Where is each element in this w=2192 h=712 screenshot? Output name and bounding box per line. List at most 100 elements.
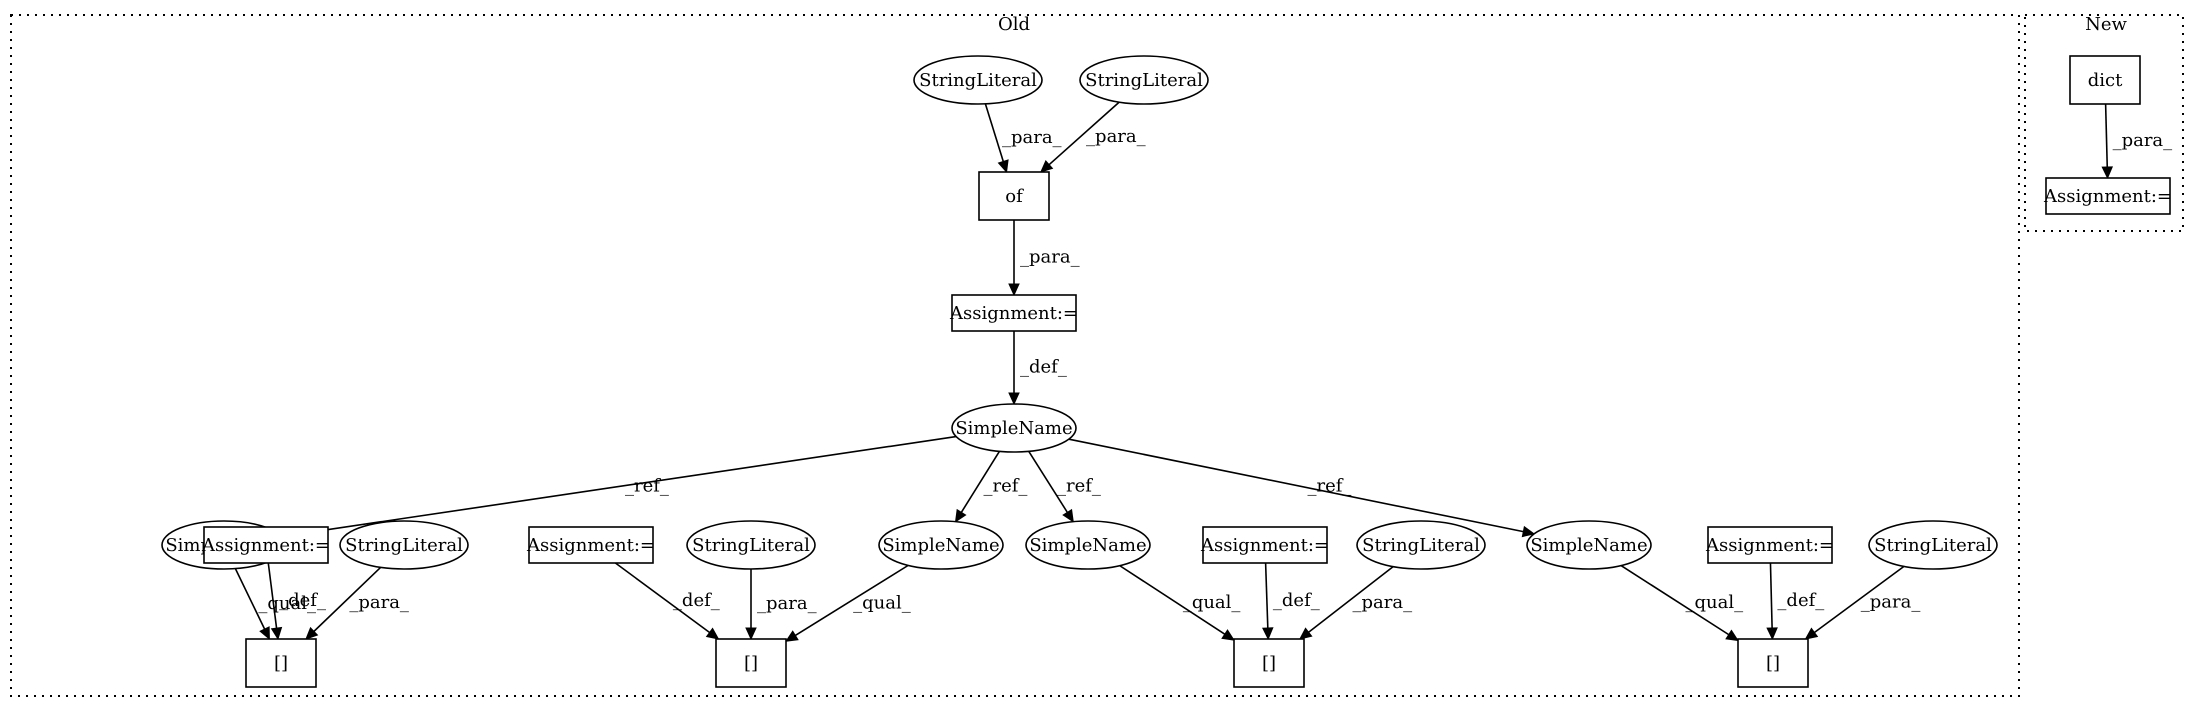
node-sn3-label: SimpleName — [1029, 535, 1146, 556]
edge-label: _qual_ — [853, 592, 911, 613]
cluster-new: New — [2024, 14, 2184, 232]
node-str5: StringLiteral — [1356, 520, 1486, 570]
cluster-old-label: Old — [998, 14, 1030, 35]
edge-label: _para_ — [2113, 130, 2173, 151]
edge-sn3-idx3: _qual_ — [1119, 564, 1240, 641]
edge-line — [1068, 438, 1524, 533]
edge-line — [984, 103, 1005, 162]
edge-arrowhead — [1725, 629, 1740, 642]
edge-line — [1264, 562, 1269, 629]
node-sn2-ellipse — [878, 520, 1004, 570]
edge-arrowhead — [1008, 392, 1020, 406]
edge-line — [313, 566, 382, 632]
edge-arrowhead — [997, 159, 1009, 174]
node-str4-ellipse — [686, 520, 816, 570]
node-assign4: Assignment:= — [1705, 526, 1834, 564]
node-str4: StringLiteral — [686, 520, 816, 570]
node-str2: StringLiteral — [1079, 55, 1209, 105]
edge-arrowhead — [1521, 525, 1536, 538]
node-idx4-label: [] — [1766, 653, 1780, 674]
edge-line — [1769, 562, 1773, 629]
edge-label: _para_ — [1002, 127, 1062, 148]
node-str6: StringLiteral — [1868, 520, 1998, 570]
edge-arrowhead — [705, 627, 720, 640]
cluster-layer: Old New — [10, 14, 2184, 697]
edge-line — [267, 562, 278, 629]
edge-label: _para_ — [349, 592, 409, 613]
edge-assign2-idx2: _def_ — [614, 562, 720, 640]
node-idx2-label: [] — [744, 653, 758, 674]
node-sn4-ellipse — [1526, 520, 1652, 570]
edge-line — [1028, 450, 1069, 513]
node-sn4-label: SimpleName — [1530, 535, 1647, 556]
node-of-label: of — [1005, 186, 1024, 207]
node-dict-box — [2069, 55, 2141, 105]
node-str5-label: StringLiteral — [1362, 535, 1480, 556]
edge-label: _para_ — [1020, 247, 1080, 268]
edge-label: _para_ — [1353, 592, 1413, 613]
edge-arrowhead — [954, 508, 967, 523]
edge-arrowhead — [1298, 627, 1313, 640]
edge-line — [1048, 101, 1120, 166]
node-str4-label: StringLiteral — [692, 535, 810, 556]
edge-label: _qual_ — [1686, 592, 1744, 613]
edge-str6-idx4: _para_ — [1804, 565, 1921, 640]
edge-label: _def_ — [1020, 357, 1067, 378]
node-str3-label: StringLiteral — [345, 535, 463, 556]
edge-label: _para_ — [1861, 592, 1921, 613]
node-str5-ellipse — [1356, 520, 1486, 570]
node-idx3-label: [] — [1262, 653, 1276, 674]
edge-line — [960, 450, 1001, 513]
edge-assign4-idx4: _def_ — [1766, 562, 1824, 641]
node-assign1-label: Assignment:= — [201, 535, 330, 556]
edge-arrowhead — [1262, 627, 1274, 641]
edge-line — [292, 435, 957, 536]
node-str1-label: StringLiteral — [919, 70, 1037, 91]
node-idx1-label: [] — [274, 653, 288, 674]
edge-line — [234, 568, 266, 630]
edge-arrowhead — [259, 626, 270, 641]
cluster-new-frame — [2024, 14, 2184, 232]
edge-arrowhead — [745, 627, 757, 641]
node-sn3-ellipse — [1025, 520, 1151, 570]
edge-sn2-idx2: _qual_ — [784, 564, 911, 642]
edge-arrowhead — [1766, 627, 1778, 641]
edge-label: _def_ — [279, 590, 326, 611]
edge-line — [614, 562, 711, 634]
node-assign_main-box — [951, 294, 1077, 332]
edge-arrowhead — [1221, 629, 1236, 641]
node-str2-label: StringLiteral — [1085, 70, 1203, 91]
edge-line — [2104, 103, 2109, 168]
node-str6-label: StringLiteral — [1874, 535, 1992, 556]
node-str2-ellipse — [1079, 55, 1209, 105]
node-idx2-box — [715, 638, 787, 688]
node-assign2-label: Assignment:= — [526, 535, 655, 556]
edge-sn4-idx4: _qual_ — [1620, 564, 1744, 642]
node-dict: dict — [2069, 55, 2141, 105]
node-assign4-label: Assignment:= — [1705, 535, 1834, 556]
node-sn_main-label: SimpleName — [955, 418, 1072, 439]
node-str3: StringLiteral — [339, 520, 469, 570]
edge-layer: _para__para__para__def__ref__ref__ref__r… — [234, 101, 2173, 642]
node-assign1-box — [203, 526, 329, 564]
node-assign3-label: Assignment:= — [1200, 535, 1329, 556]
node-assign3-box — [1202, 526, 1328, 564]
node-idx3: [] — [1233, 638, 1305, 688]
edge-sn_main-sn4: _ref_ — [1068, 438, 1536, 538]
node-idx1-box — [245, 638, 317, 688]
edge-label: _ref_ — [1057, 476, 1101, 497]
edge-line — [1119, 564, 1226, 635]
node-assign3: Assignment:= — [1200, 526, 1329, 564]
edge-str1-of: _para_ — [984, 103, 1062, 174]
node-sn_main: SimpleName — [951, 403, 1077, 453]
node-str6-ellipse — [1868, 520, 1998, 570]
edge-arrowhead — [1062, 508, 1074, 523]
node-str3-ellipse — [339, 520, 469, 570]
edge-label: _para_ — [1086, 126, 1146, 147]
edge-assign3-idx3: _def_ — [1262, 562, 1320, 641]
node-of-box — [978, 171, 1050, 221]
cluster-old: Old — [10, 14, 2020, 697]
node-assign_main-label: Assignment:= — [949, 303, 1078, 324]
edge-arrowhead — [784, 630, 799, 642]
